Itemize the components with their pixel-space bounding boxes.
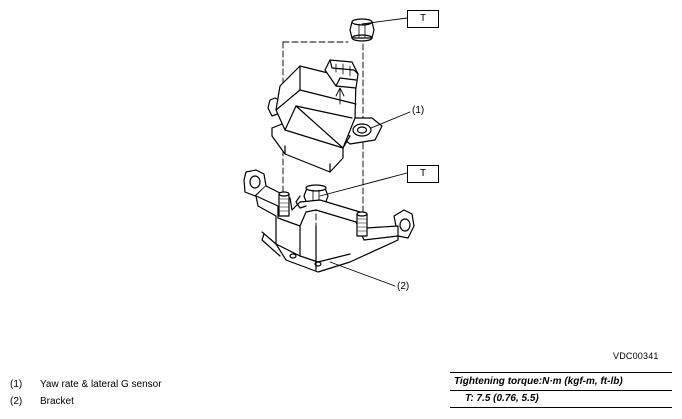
leader-lines xyxy=(319,17,411,287)
part-label-2: (2) xyxy=(397,281,410,292)
legend-item: (1) Yaw rate & lateral G sensor xyxy=(10,376,162,393)
parts-legend: (1) Yaw rate & lateral G sensor (2) Bracke… xyxy=(10,376,162,410)
legend-label: Yaw rate & lateral G sensor xyxy=(40,379,162,390)
figure-id: VDC00341 xyxy=(613,351,659,361)
torque-heading: Tightening torque:N·m (kgf-m, ft-lb) xyxy=(454,376,623,387)
legend-item: (2) Bracket xyxy=(10,393,162,410)
legend-label: Bracket xyxy=(40,396,74,407)
tightening-torque-table: Tightening torque:N·m (kgf-m, ft-lb) T: … xyxy=(450,372,672,408)
table-rule-top xyxy=(450,372,672,373)
legend-number: (1) xyxy=(10,379,23,390)
torque-callout-upper: T xyxy=(407,10,439,28)
table-rule-mid xyxy=(450,390,672,391)
part-label-1: (1) xyxy=(412,105,425,116)
legend-number: (2) xyxy=(10,396,23,407)
sensor-mounting-diagram xyxy=(243,17,415,287)
upper-nut xyxy=(349,18,375,42)
torque-value: T: 7.5 (0.76, 5.5) xyxy=(465,393,539,404)
yaw-rate-sensor xyxy=(267,59,383,173)
bracket xyxy=(243,169,415,273)
torque-callout-lower: T xyxy=(407,165,439,183)
table-rule-bottom xyxy=(450,407,672,408)
